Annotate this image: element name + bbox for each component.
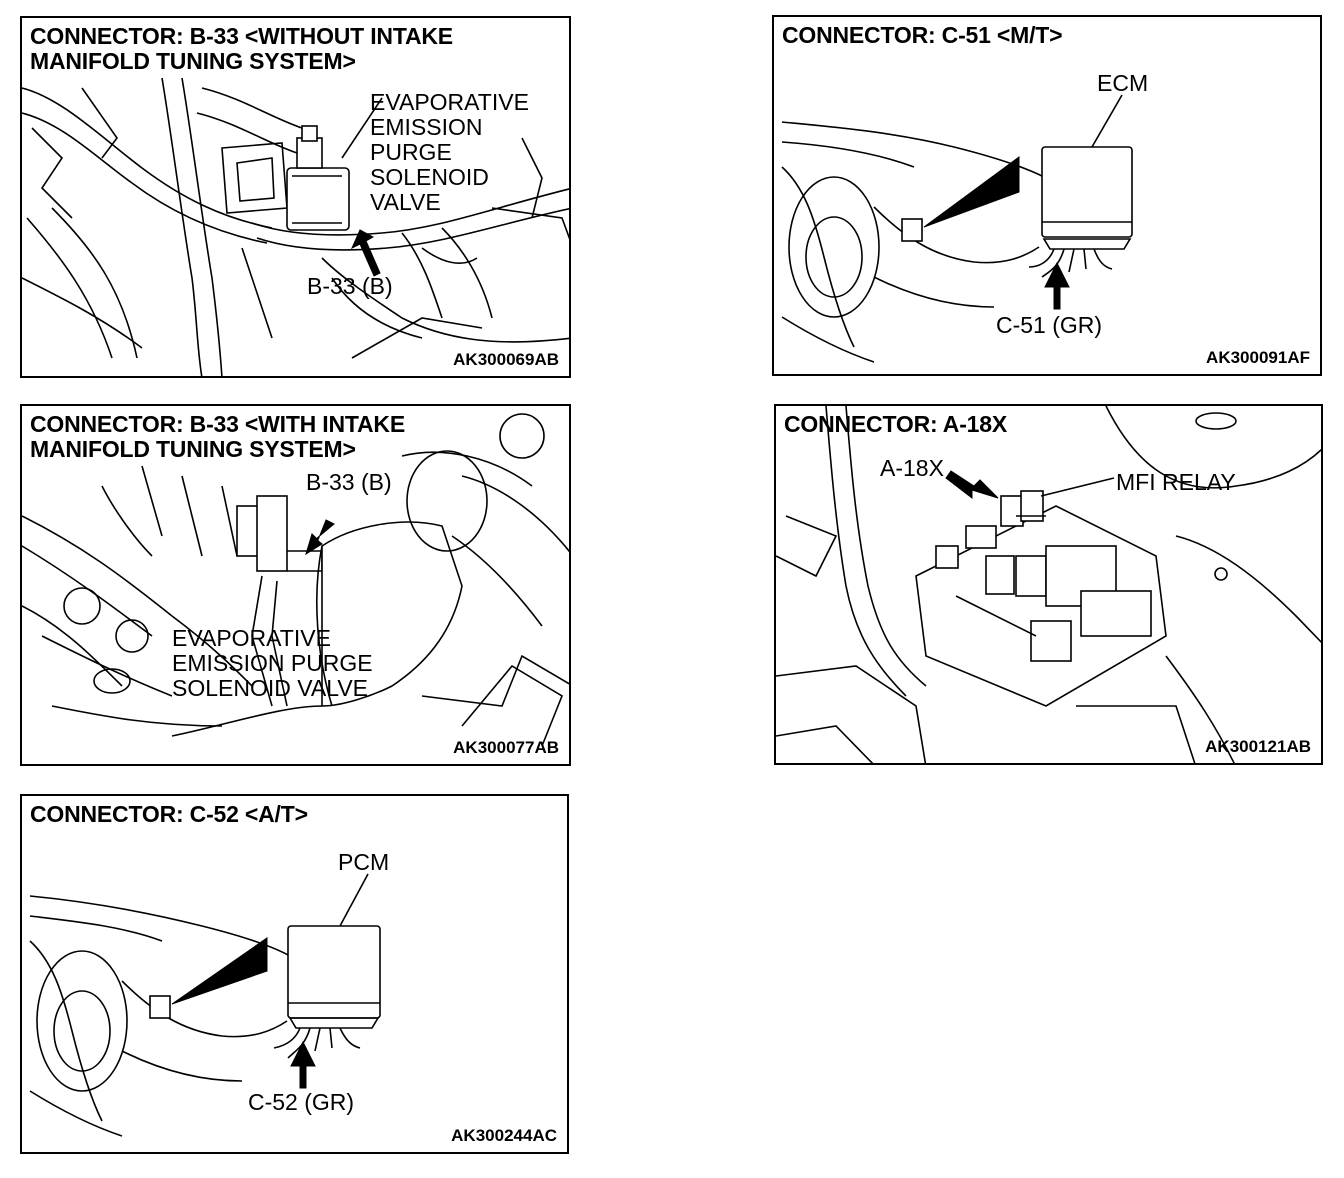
figure-code: AK300077AB <box>453 738 559 757</box>
figure-code: AK300091AF <box>1206 348 1310 367</box>
panel-c51-mt: CONNECTOR: C-51 <M/T> ECM C-51 (GR) AK30… <box>772 15 1322 376</box>
panel-title: CONNECTOR: C-51 <M/T> <box>782 22 1063 48</box>
panel-b33-with-imts: CONNECTOR: B-33 <WITH INTAKE MANIFOLD TU… <box>20 404 571 766</box>
figure-code: AK300069AB <box>453 350 559 369</box>
component-label: ECM <box>1097 70 1149 96</box>
panel-title: CONNECTOR: B-33 <WITH INTAKE MANIFOLD TU… <box>30 411 405 462</box>
connector-label: C-51 (GR) <box>996 312 1103 338</box>
component-label: EVAPORATIVE EMISSION PURGE SOLENOID VALV… <box>370 89 529 215</box>
dashboard-drawing <box>29 873 381 1137</box>
panel-a18x: CONNECTOR: A-18X A-18X MFI RELAY AK30012… <box>774 404 1323 765</box>
figure-code: AK300121AB <box>1205 737 1311 756</box>
relay-box-drawing <box>776 406 1321 763</box>
figure-code: AK300244AC <box>451 1126 557 1145</box>
engine-bay-drawing <box>22 77 569 376</box>
component-label: EVAPORATIVE EMISSION PURGE SOLENOID VALV… <box>172 625 373 701</box>
panel-c52-at: CONNECTOR: C-52 <A/T> PCM C-52 (GR) AK30… <box>20 794 569 1154</box>
panel-title: CONNECTOR: C-52 <A/T> <box>30 801 308 827</box>
component-label: MFI RELAY <box>1116 469 1236 495</box>
panel-b33-without-imts: CONNECTOR: B-33 <WITHOUT INTAKE MANIFOLD… <box>20 16 571 378</box>
component-label: PCM <box>338 849 390 875</box>
connector-label: B-33 (B) <box>307 273 393 299</box>
panel-title: CONNECTOR: A-18X <box>784 411 1007 437</box>
dashboard-drawing <box>781 94 1133 363</box>
connector-label: C-52 (GR) <box>248 1089 355 1115</box>
engine-bay-drawing <box>22 413 569 747</box>
panel-title: CONNECTOR: B-33 <WITHOUT INTAKE MANIFOLD… <box>30 23 453 74</box>
connector-label: B-33 (B) <box>306 469 392 495</box>
connector-label: A-18X <box>880 455 944 481</box>
